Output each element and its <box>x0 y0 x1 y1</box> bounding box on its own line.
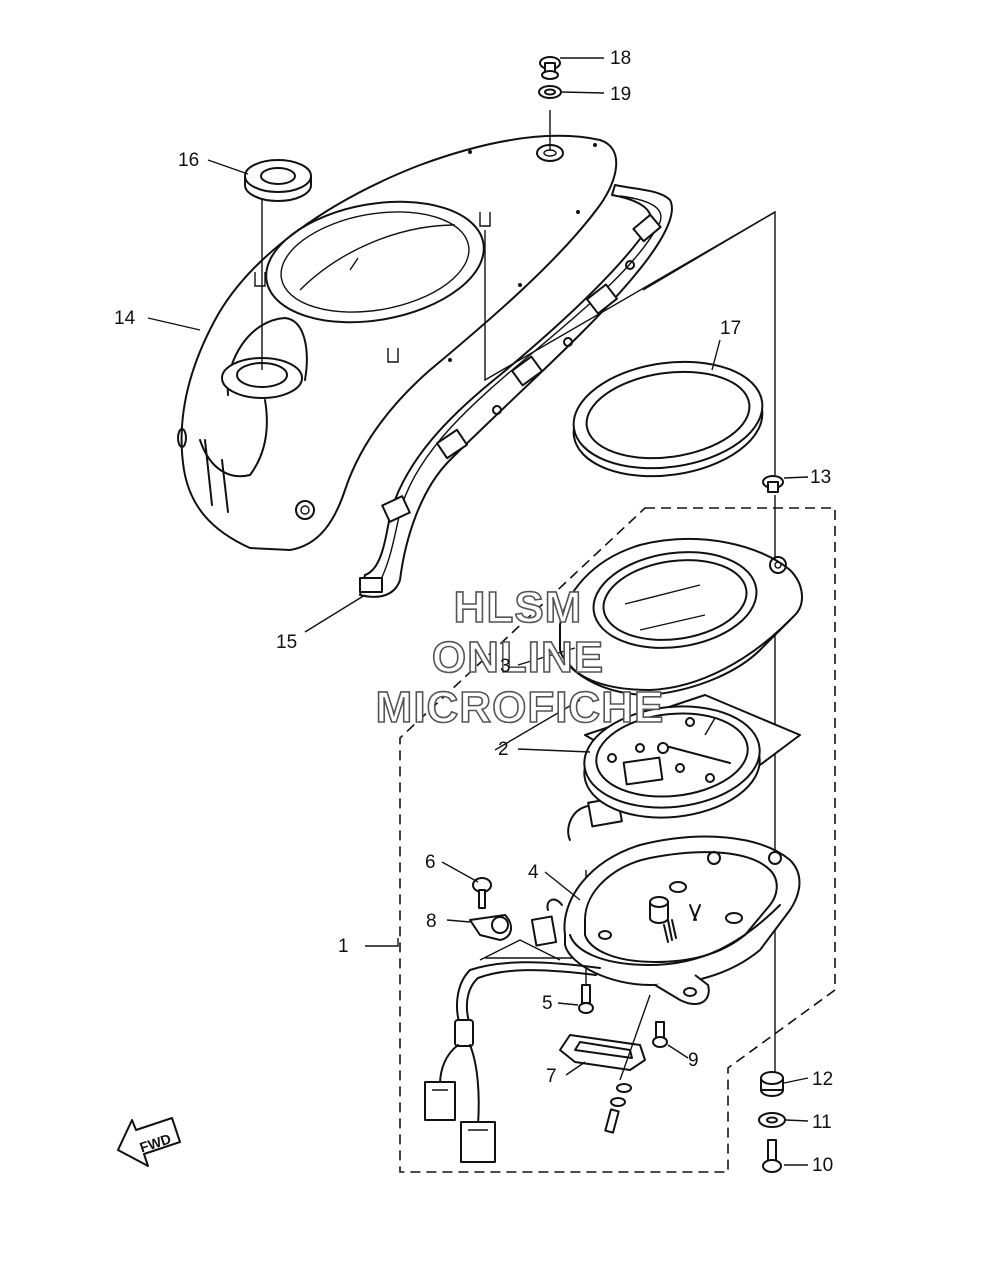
leader-lines <box>147 57 809 1166</box>
callout-8: 8 <box>426 911 437 932</box>
callout-16: 16 <box>178 150 199 171</box>
part-17-gasket <box>572 360 764 478</box>
part-16-cap <box>244 159 312 202</box>
callout-17: 17 <box>720 318 741 339</box>
callout-11: 11 <box>812 1112 832 1133</box>
part-11-collar <box>758 1112 786 1128</box>
part-2-meter <box>567 705 761 841</box>
callout-9: 9 <box>688 1050 699 1071</box>
fwd-arrow-icon: FWD <box>117 1117 181 1167</box>
callout-19: 19 <box>610 84 631 105</box>
callout-7: 7 <box>546 1066 557 1087</box>
part-4-meter-case <box>530 835 801 1005</box>
callout-2: 2 <box>498 739 509 760</box>
callout-6: 6 <box>425 852 436 873</box>
callout-1: 1 <box>338 936 349 957</box>
callout-12: 12 <box>812 1069 833 1090</box>
part-7-bracket <box>559 994 651 1134</box>
part-6-screw <box>472 877 492 909</box>
wiring-harness <box>424 961 601 1163</box>
projection-lines <box>261 110 776 1075</box>
callout-5: 5 <box>542 993 553 1014</box>
part-8-clamp <box>469 914 512 941</box>
part-15-cover-trim <box>359 184 673 598</box>
watermark-line-2: ONLINE <box>432 633 604 682</box>
part-10-bolt <box>762 1139 782 1173</box>
part-13-grommet <box>762 475 784 493</box>
part-18-screw <box>539 56 561 80</box>
part-3-lens-housing <box>559 538 803 696</box>
callout-15: 15 <box>276 632 297 653</box>
callout-13: 13 <box>810 467 831 488</box>
part-14-meter-cover <box>177 134 618 551</box>
callout-14: 14 <box>114 308 136 329</box>
watermark-line-1: HLSM <box>454 583 583 632</box>
part-5-screw <box>578 984 594 1014</box>
callout-labels: 18 19 16 14 17 13 15 3 2 1 6 8 4 5 7 9 1… <box>114 48 833 1176</box>
watermark-line-3: MICROFICHE <box>376 683 665 732</box>
assembly-boundary <box>399 507 836 1173</box>
callout-4: 4 <box>528 862 539 883</box>
callout-3: 3 <box>500 656 511 677</box>
callout-18: 18 <box>610 48 631 69</box>
watermark: HLSM ONLINE MICROFICHE <box>375 582 665 733</box>
part-12-grommet <box>760 1071 784 1097</box>
part-19-nut <box>538 85 562 99</box>
callout-10: 10 <box>812 1155 833 1176</box>
part-9-screw <box>652 1021 668 1048</box>
